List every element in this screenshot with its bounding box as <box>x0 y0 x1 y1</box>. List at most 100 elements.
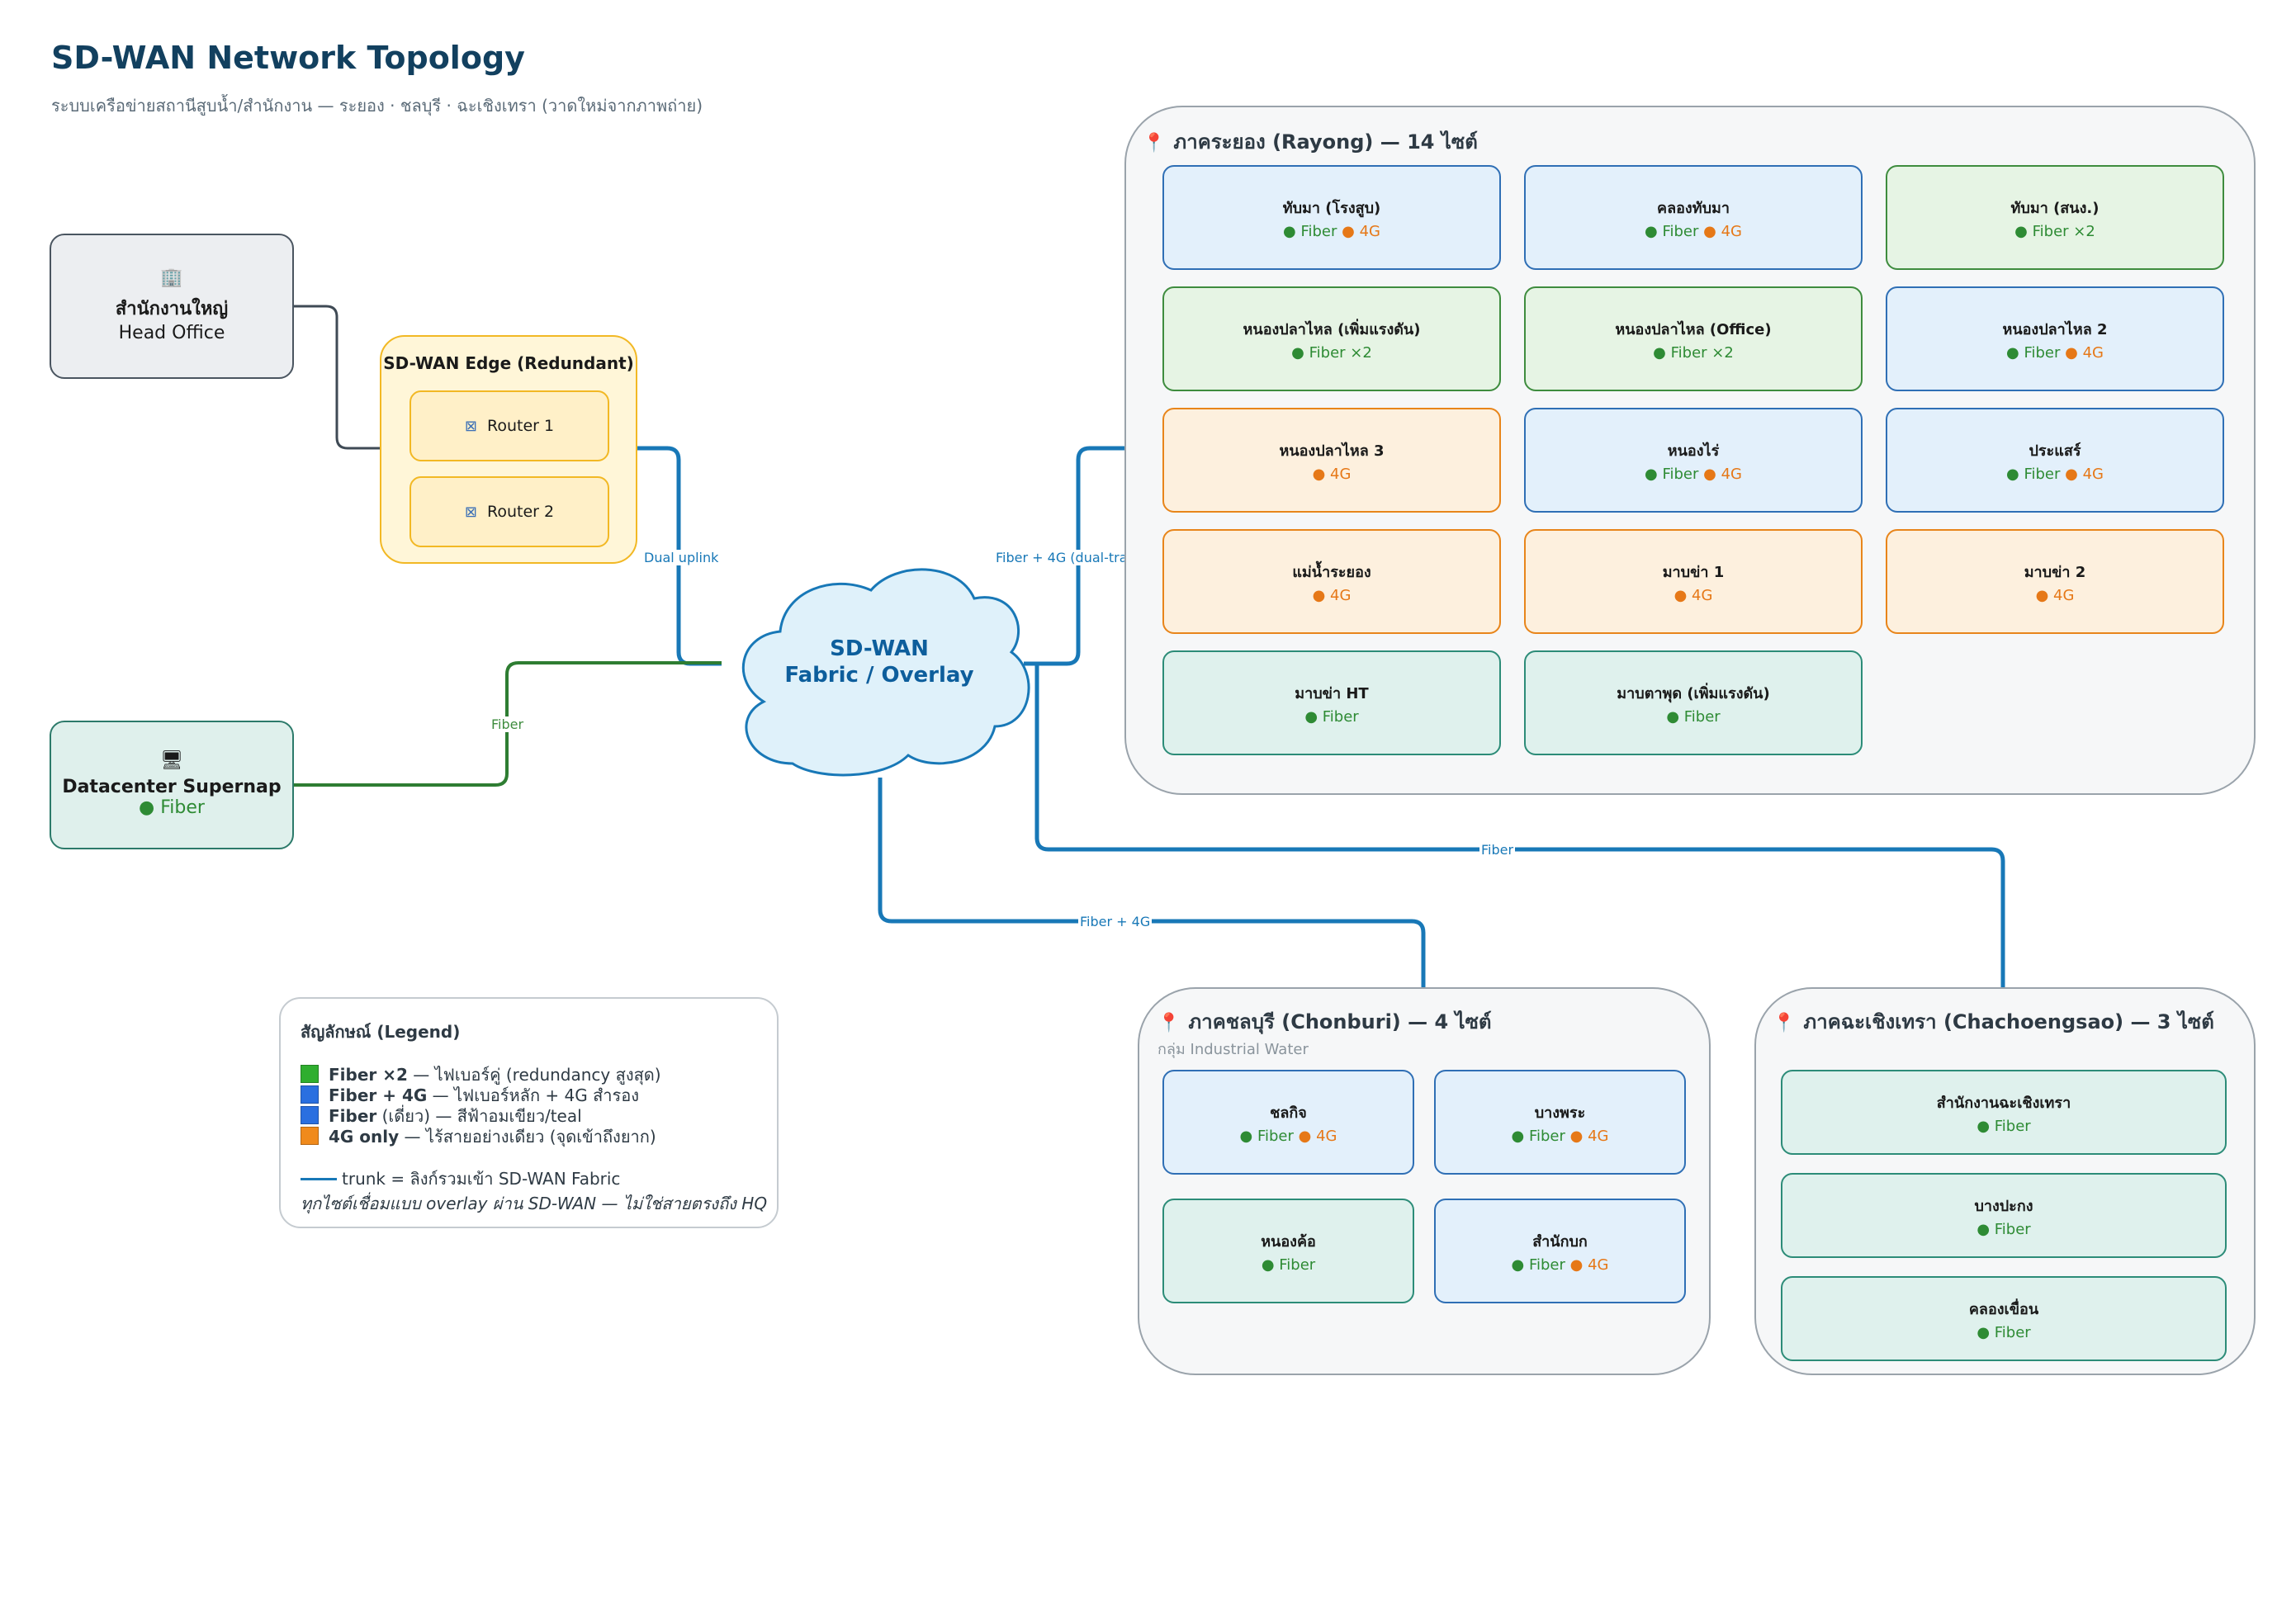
site-card[interactable]: มาบข่า HT ● Fiber <box>1162 650 1501 755</box>
site-transport: ● Fiber ● 4G <box>1645 466 1742 483</box>
legend-trunk: trunk = ลิงก์รวมเข้า SD-WAN Fabric <box>301 1166 620 1192</box>
site-transport: ● Fiber ×2 <box>1291 344 1372 362</box>
legend-desc: — ไฟเบอร์หลัก + 4G สำรอง <box>427 1085 640 1105</box>
site-transport: ● Fiber <box>1976 1221 2030 1238</box>
head-office-title: สำนักงานใหญ่ <box>115 299 229 319</box>
site-card[interactable]: บางปะกง ● Fiber <box>1781 1173 2227 1258</box>
wire-cloud-chonburi <box>878 778 1426 987</box>
site-transport: ● Fiber ● 4G <box>2006 344 2104 362</box>
site-4g: ● 4G <box>2065 343 2104 362</box>
sdwan-edge-group[interactable]: SD-WAN Edge (Redundant) ⊠ Router 1 ⊠ Rou… <box>380 335 637 564</box>
site-name: ชลกิจ <box>1270 1104 1307 1122</box>
site-card[interactable]: บางพระ● Fiber ● 4G <box>1434 1070 1686 1175</box>
site-4g: ● 4G <box>1342 222 1380 240</box>
site-4g: ● 4G <box>2035 586 2075 604</box>
site-card[interactable]: หนองปลาไหล (เพิ่มแรงดัน) ● Fiber ×2 <box>1162 286 1501 391</box>
site-transport: ● Fiber ● 4G <box>2006 466 2104 483</box>
site-4g: ● 4G <box>1569 1127 1609 1145</box>
site-card[interactable]: แม่น้ำระยอง ● 4G <box>1162 529 1501 634</box>
site-name: หนองปลาไหล 2 <box>2002 320 2108 338</box>
wire-label-chonburi: Fiber + 4G <box>1078 914 1153 929</box>
site-card[interactable]: หนองปลาไหล (Office) ● Fiber ×2 <box>1524 286 1863 391</box>
site-fiber: ● Fiber <box>1976 1220 2031 1238</box>
site-4g: ● 4G <box>2065 465 2104 483</box>
legend-title: สัญลักษณ์ (Legend) <box>301 1022 461 1042</box>
site-fiber: ● Fiber ×2 <box>1291 343 1372 362</box>
site-name: มาบข่า 1 <box>1662 563 1725 581</box>
site-card[interactable]: ทับมา (สนง.)● Fiber ×2 <box>1886 165 2224 270</box>
site-fiber: ● Fiber <box>1666 707 1721 726</box>
site-name: ประแสร์ <box>2029 442 2081 460</box>
legend-swatch <box>301 1127 319 1145</box>
site-name: สำนักงานฉะเชิงเทรา <box>1936 1094 2071 1112</box>
site-name: หนองไร่ <box>1667 442 1720 460</box>
cloud-line-2: Fabric / Overlay <box>784 663 974 688</box>
site-transport: ● Fiber ● 4G <box>1240 1128 1337 1145</box>
site-4g: ● 4G <box>1312 586 1352 604</box>
site-name: แม่น้ำระยอง <box>1292 563 1371 581</box>
site-card[interactable]: หนองปลาไหล 3 ● 4G <box>1162 408 1501 513</box>
site-transport: ● 4G <box>1313 466 1352 483</box>
site-card[interactable]: มาบข่า 1 ● 4G <box>1524 529 1863 634</box>
sdwan-edge-title: SD-WAN Edge (Redundant) <box>383 353 634 373</box>
region-chonburi-title-text: ภาคชลบุรี (Chonburi) — 4 ไซต์ <box>1188 1010 1492 1033</box>
site-transport: ● Fiber <box>1976 1118 2030 1135</box>
head-office-node[interactable]: 🏢 สำนักงานใหญ่ Head Office <box>50 234 294 379</box>
site-name: หนองปลาไหล (เพิ่มแรงดัน) <box>1243 320 1421 338</box>
site-transport: ● Fiber ● 4G <box>1645 223 1742 240</box>
legend-label: Fiber <box>329 1106 377 1126</box>
legend-label: Fiber + 4G <box>329 1085 428 1105</box>
router-2-label: Router 2 <box>487 503 555 521</box>
site-card[interactable]: ทับมา (โรงสูบ)● Fiber ● 4G <box>1162 165 1501 270</box>
site-transport: ● Fiber <box>1976 1324 2030 1341</box>
computer-icon: 🖥 <box>160 750 183 771</box>
datacenter-node[interactable]: 🖥 Datacenter Supernap ● Fiber <box>50 721 294 849</box>
site-4g: ● 4G <box>1673 586 1713 604</box>
region-rayong-title-text: ภาคระยอง (Rayong) — 14 ไซต์ <box>1173 130 1478 154</box>
site-card[interactable]: สำนักบก● Fiber ● 4G <box>1434 1199 1686 1303</box>
site-name: หนองปลาไหล (Office) <box>1615 320 1772 338</box>
legend-swatch <box>301 1085 319 1104</box>
legend-desc: (เดี่ยว) — สีฟ้าอมเขียว/teal <box>376 1106 582 1126</box>
site-fiber: ● Fiber ×2 <box>1653 343 1734 362</box>
site-fiber: ● Fiber <box>1976 1323 2031 1341</box>
site-card[interactable]: คลองทับมา● Fiber ● 4G <box>1524 165 1863 270</box>
site-card[interactable]: หนองไร่ ● Fiber ● 4G <box>1524 408 1863 513</box>
wire-label-edge: Dual uplink <box>642 550 721 565</box>
site-name: หนองปลาไหล 3 <box>1279 442 1385 460</box>
trunk-line-icon <box>301 1178 337 1180</box>
region-chonburi: 📍ภาคชลบุรี (Chonburi) — 4 ไซต์ กลุ่ม Ind… <box>1138 987 1711 1375</box>
site-4g: ● 4G <box>1312 465 1352 483</box>
site-transport: ● 4G <box>1313 587 1352 604</box>
site-card[interactable]: หนองปลาไหล 2 ● Fiber ● 4G <box>1886 286 2224 391</box>
site-card[interactable]: มาบตาพุด (เพิ่มแรงดัน)● Fiber <box>1524 650 1863 755</box>
site-fiber: ● Fiber <box>1261 1256 1316 1274</box>
site-fiber: ● Fiber <box>1976 1117 2031 1135</box>
site-fiber: ● Fiber <box>1304 707 1359 726</box>
site-card[interactable]: มาบข่า 2● 4G <box>1886 529 2224 634</box>
site-fiber: ● Fiber <box>1511 1127 1565 1145</box>
site-transport: ● Fiber ×2 <box>1653 344 1734 362</box>
router-1-label: Router 1 <box>487 417 555 435</box>
building-icon: 🏢 <box>160 267 183 288</box>
router-1[interactable]: ⊠ Router 1 <box>409 390 609 461</box>
site-card[interactable]: สำนักงานฉะเชิงเทรา ● Fiber <box>1781 1070 2227 1155</box>
wire-label-dc: Fiber <box>490 716 526 732</box>
legend-note: ทุกไซต์เชื่อมแบบ overlay ผ่าน SD-WAN — ไ… <box>301 1194 768 1213</box>
site-name: มาบข่า HT <box>1295 684 1369 702</box>
router-2[interactable]: ⊠ Router 2 <box>409 476 609 547</box>
legend-desc: — ไร้สายอย่างเดียว (จุดเข้าถึงยาก) <box>399 1127 656 1147</box>
legend-desc: — ไฟเบอร์คู่ (redundancy สูงสุด) <box>407 1065 661 1085</box>
region-chachoengsao-title: 📍ภาคฉะเชิงเทรา (Chachoengsao) — 3 ไซต์ <box>1773 1005 2214 1038</box>
site-name: คลองเขื่อน <box>1968 1300 2039 1318</box>
site-card[interactable]: คลองเขื่อน ● Fiber <box>1781 1276 2227 1361</box>
site-card[interactable]: หนองค้อ● Fiber <box>1162 1199 1414 1303</box>
wire-hq-edge <box>294 305 380 450</box>
site-card[interactable]: ประแสร์ ● Fiber ● 4G <box>1886 408 2224 513</box>
site-name: บางปะกง <box>1974 1197 2033 1215</box>
site-4g: ● 4G <box>1569 1256 1609 1274</box>
site-card[interactable]: ชลกิจ ● Fiber ● 4G <box>1162 1070 1414 1175</box>
site-fiber: ● Fiber <box>1283 222 1337 240</box>
router-icon: ⊠ <box>464 417 477 435</box>
legend-swatch <box>301 1106 319 1124</box>
